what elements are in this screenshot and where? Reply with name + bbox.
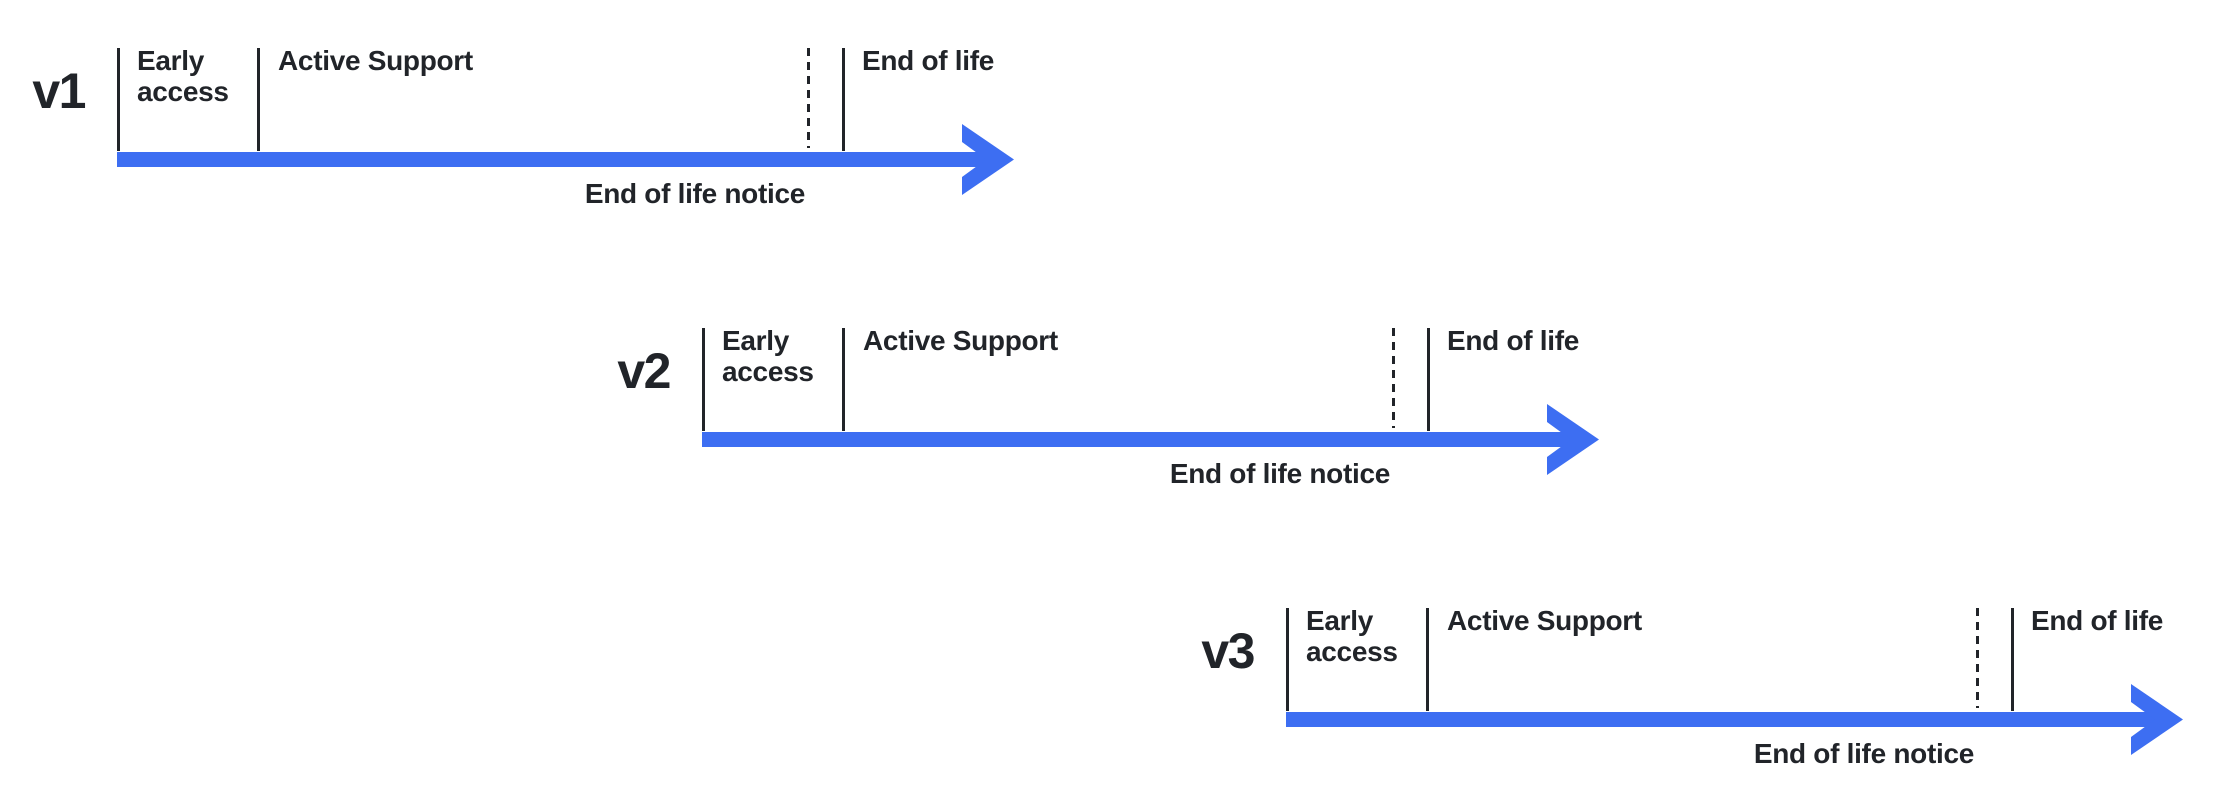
eol-notice-label: End of life notice [584,178,805,209]
early-access-start-tick [1286,608,1289,711]
early-access-label: Early access [137,45,229,107]
early-access-label: Early access [1306,605,1398,667]
timeline-arrow [1286,684,2183,755]
timeline-row-v1: v1 Early access Active Support End of li… [32,45,1027,278]
version-label: v1 [32,63,86,119]
end-of-life-label: End of life [2031,605,2164,636]
early-access-start-tick [117,48,120,151]
eol-notice-dashed-line [807,48,810,148]
active-support-label: Active Support [278,45,473,76]
timeline-arrow [702,404,1599,475]
eol-notice-dashed-line [1392,328,1395,428]
version-label: v3 [1201,623,1255,679]
end-of-life-tick [2011,608,2014,711]
active-support-label: Active Support [863,325,1058,356]
early-access-label: Early access [722,325,814,387]
active-support-start-tick [842,328,845,431]
end-of-life-label: End of life [1447,325,1580,356]
eol-notice-dashed-line [1976,608,1979,708]
early-access-start-tick [702,328,705,431]
timeline-row-v2: v2 Early access Active Support End of li… [617,325,1612,558]
active-support-start-tick [1426,608,1429,711]
version-label: v2 [617,343,671,399]
eol-notice-label: End of life notice [1169,458,1390,489]
timeline-row-v3: v3 Early access Active Support End of li… [1201,605,2196,812]
end-of-life-tick [1427,328,1430,431]
active-support-label: Active Support [1447,605,1642,636]
eol-notice-label: End of life notice [1753,738,1974,769]
end-of-life-tick [842,48,845,151]
end-of-life-label: End of life [862,45,995,76]
active-support-start-tick [257,48,260,151]
timeline-arrow [117,124,1014,195]
